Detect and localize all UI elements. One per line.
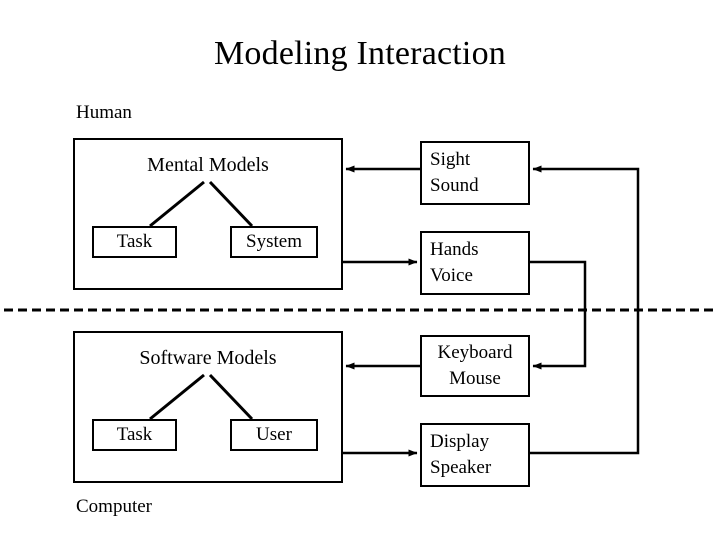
human-models-box[interactable]: Mental Models [73, 138, 343, 290]
voice-label: Voice [430, 265, 473, 286]
computer-region-label: Computer [76, 496, 152, 517]
computer-task-label: Task [116, 424, 153, 445]
human-region-label: Human [76, 102, 132, 123]
connector-mental-to-task [149, 180, 205, 228]
mental-models-title: Mental Models [147, 154, 269, 176]
connector-software-to-user [208, 373, 254, 421]
computer-task-box[interactable]: Task [92, 419, 177, 451]
human-task-box[interactable]: Task [92, 226, 177, 258]
sight-label: Sight [430, 149, 471, 171]
software-models-box[interactable]: Software Models [73, 331, 343, 483]
computer-user-label: User [256, 424, 292, 445]
human-system-label: System [246, 231, 302, 252]
computer-user-box[interactable]: User [230, 419, 318, 451]
display-speaker-box[interactable]: Display Speaker [420, 423, 530, 487]
hands-label: Hands [430, 239, 479, 261]
connector-hands-voice-to-keyboard-mouse [530, 260, 587, 370]
human-task-label: Task [116, 231, 153, 252]
keyboard-mouse-box[interactable]: Keyboard Mouse [420, 335, 530, 397]
hands-voice-box[interactable]: Hands Voice [420, 231, 530, 295]
keyboard-label: Keyboard [437, 342, 513, 364]
sight-sound-box[interactable]: Sight Sound [420, 141, 530, 205]
mouse-label: Mouse [449, 368, 501, 389]
connector-mental-to-system [208, 180, 254, 228]
connector-software-to-task [149, 373, 205, 421]
speaker-label: Speaker [430, 457, 492, 478]
human-system-box[interactable]: System [230, 226, 318, 258]
software-models-title: Software Models [139, 347, 277, 369]
display-label: Display [430, 431, 490, 453]
page-title: Modeling Interaction [214, 35, 506, 72]
sound-label: Sound [430, 175, 479, 196]
